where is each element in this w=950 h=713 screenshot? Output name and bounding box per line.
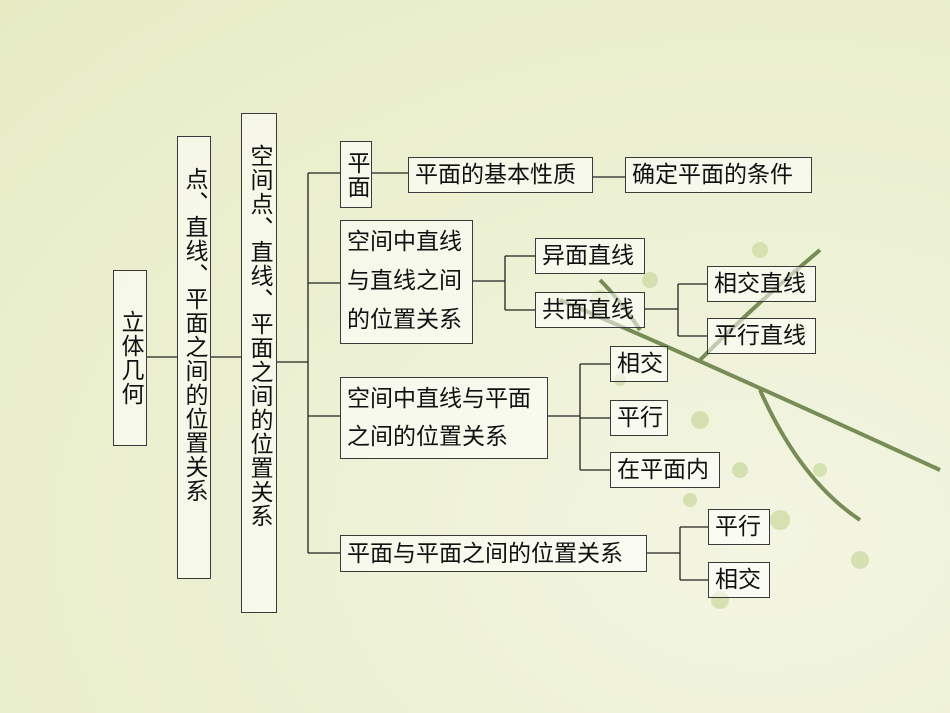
line-plane-node: 空间中直线与平面之间的位置关系: [340, 377, 548, 459]
root-node: 立体几何: [113, 270, 147, 446]
coplanar-lines-node: 共面直线: [535, 292, 645, 328]
level2-node: 空间点、直线、平面之间的位置关系: [241, 113, 277, 613]
plane-plane-intersect-node: 相交: [708, 562, 770, 598]
plane-property-node: 平面的基本性质: [408, 157, 593, 193]
line-plane-intersect-node: 相交: [610, 346, 668, 382]
skew-lines-node: 异面直线: [535, 238, 645, 274]
line-plane-parallel-node: 平行: [610, 400, 668, 436]
plane-node: 平面: [340, 141, 372, 208]
line-line-node: 空间中直线与直线之间的位置关系: [340, 220, 473, 344]
level1-node: 点、直线、平面之间的位置关系: [177, 136, 211, 579]
intersecting-lines-node: 相交直线: [707, 266, 816, 302]
plane-plane-parallel-node: 平行: [708, 509, 770, 545]
line-in-plane-node: 在平面内: [610, 452, 720, 488]
plane-condition-node: 确定平面的条件: [625, 157, 812, 193]
plane-plane-node: 平面与平面之间的位置关系: [340, 535, 647, 572]
parallel-lines-node: 平行直线: [707, 318, 816, 354]
